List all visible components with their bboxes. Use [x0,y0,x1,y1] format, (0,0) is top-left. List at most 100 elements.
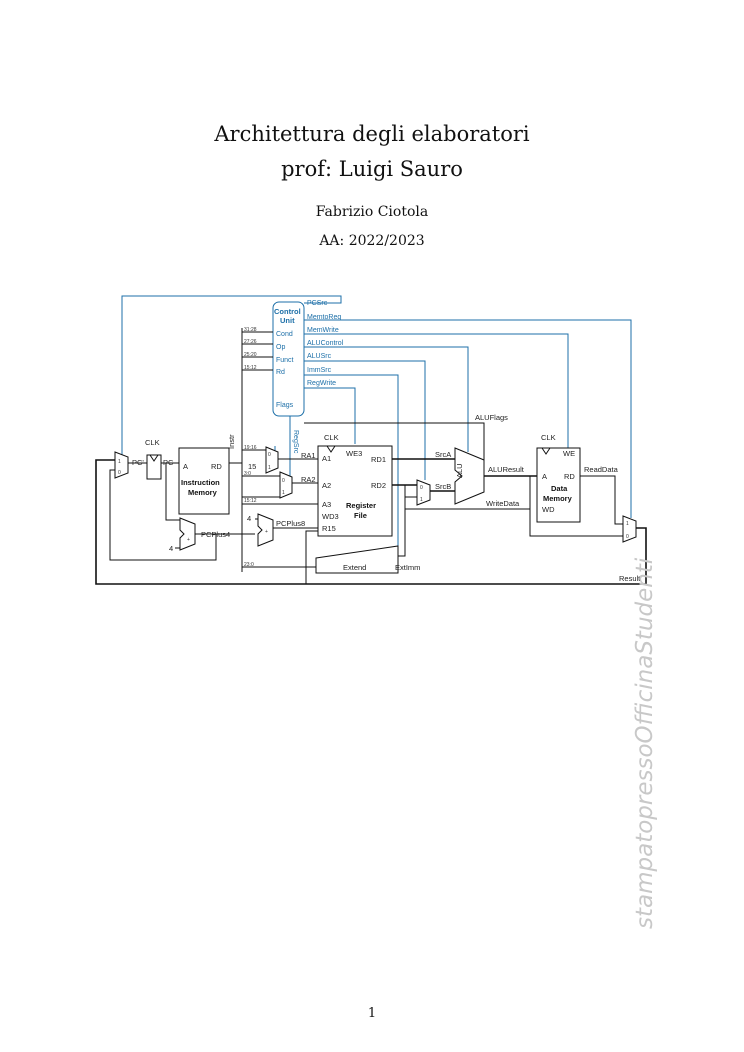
clk-datamem: CLK [541,433,556,442]
control-unit [272,301,305,417]
srcb-mux [416,479,431,506]
im-name2: Memory [188,488,218,497]
dm-wd: WD [542,505,555,514]
extend-unit [315,545,399,574]
result-mux [622,515,637,543]
signal-alusrc: ALUSrc [307,353,332,360]
cu-flags: Flags [276,402,294,409]
alu-label: ALU [455,463,464,478]
rf-wd3: WD3 [322,512,339,521]
rf-name2: File [354,511,367,520]
dm-name2: Memory [543,494,573,503]
control-lines [121,295,632,546]
im-addr: A [183,462,188,471]
readdata-label: ReadData [584,465,619,474]
aluflags-label: ALUFlags [475,413,508,422]
dm-we: WE [563,449,575,458]
ra1-label: RA1 [301,451,316,460]
signal-pcsrc: PCSrc [307,300,328,307]
pc-register [146,454,162,480]
extimm-label: ExtImm [395,563,420,572]
instr-label: Instr [227,434,236,449]
course-title: Architettura degli elaboratori [214,122,530,146]
srcb-label: SrcB [435,482,451,491]
signal-immsrc: ImmSrc [307,367,332,374]
rf-rd1: RD1 [371,455,386,464]
pc-mux [114,451,129,479]
clk-regfile: CLK [324,433,339,442]
rf-we3: WE3 [346,449,362,458]
arm-processor-diagram: Control Unit Cond Op Funct Rd Flags PCSr… [95,295,647,585]
ra2-label: RA2 [301,475,316,484]
rf-a3: A3 [322,500,331,509]
data-memory [536,447,581,523]
resmux-1: 1 [626,521,629,527]
pc-label: PC [163,458,174,467]
cu-input-op: Op [276,344,285,351]
professor-name: prof: Luigi Sauro [281,157,463,181]
dm-addr: A [542,472,547,481]
bits-27-26: 27:26 [244,339,257,345]
bits-15-12-a3: 15:12 [244,498,257,504]
watermark: stampatopressoOfficinaStudenti [632,557,658,929]
signal-regwrite: RegWrite [307,380,336,387]
pcplus8-label: PCPlus8 [276,519,305,528]
bits-19-16: 19:16 [244,445,257,451]
page-number: 1 [367,1006,377,1021]
const-15: 15 [248,462,256,471]
control-unit-title: Control [274,307,301,316]
regsrc-label: RegSrc [292,430,299,454]
cu-input-funct: Funct [276,357,294,364]
adder4-plus: + [187,537,190,543]
pc-prime-label: PC' [132,458,144,467]
author-name: Fabrizio Ciotola [315,204,429,220]
control-unit-subtitle: Unit [280,316,295,325]
writedata-label: WriteData [486,499,520,508]
pcmux-1: 1 [118,459,121,465]
ra2mux-1: 1 [282,490,285,496]
register-file [317,445,393,537]
rf-a1: A1 [322,454,331,463]
ra2-mux [279,471,293,499]
bits-25-20: 25:20 [244,352,257,358]
adder8-plus: + [265,529,268,535]
resmux-0: 0 [626,534,629,540]
pc-plus4-adder [179,517,196,551]
instruction-memory [178,447,230,515]
datapath-lines [95,328,647,585]
aluresult-label: ALUResult [488,465,525,474]
srca-label: SrcA [435,450,451,459]
dm-name1: Data [551,484,568,493]
alu [454,447,485,505]
ra2mux-0: 0 [282,478,285,484]
pcmux-0: 0 [118,470,121,476]
const-4-plus4: 4 [169,544,173,553]
ra1-mux [265,446,279,474]
cu-input-cond: Cond [276,331,293,338]
srcbmux-0: 0 [420,485,423,491]
signal-memtoreg: MemtoReg [307,314,341,321]
rf-r15: R15 [322,524,336,533]
extend-label: Extend [343,563,366,572]
pcplus4-label: PCPlus4 [201,530,230,539]
pc-plus8-adder [257,513,274,547]
signal-memwrite: MemWrite [307,327,339,334]
im-name1: Instruction [181,478,220,487]
srcbmux-1: 1 [420,497,423,503]
cu-input-rd: Rd [276,369,285,376]
rf-rd2: RD2 [371,481,386,490]
const-4-plus8: 4 [247,514,251,523]
academic-year: AA: 2022/2023 [319,233,425,249]
signal-alucontrol: ALUControl [307,340,344,347]
bits-31-28: 31:28 [244,327,257,333]
bits-15-12-rd: 15:12 [244,365,257,371]
rf-name1: Register [346,501,376,510]
ra1mux-0: 0 [268,452,271,458]
ra1mux-1: 1 [268,465,271,471]
result-label: Result [619,574,641,583]
bits-3-0: 3:0 [244,471,251,477]
rf-a2: A2 [322,481,331,490]
clk-pc: CLK [145,438,160,447]
bits-23-0: 23:0 [244,562,254,568]
dm-rd: RD [564,472,575,481]
